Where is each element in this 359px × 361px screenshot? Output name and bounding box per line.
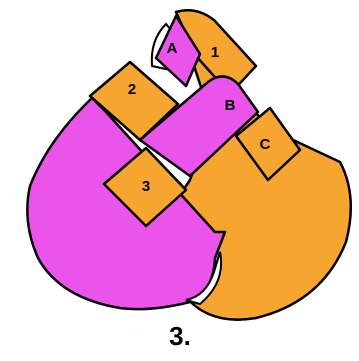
label-2: 2 bbox=[128, 81, 136, 98]
step-number: 3. bbox=[169, 321, 191, 351]
label-b: B bbox=[225, 97, 236, 114]
label-c: C bbox=[260, 136, 271, 153]
label-a: A bbox=[167, 40, 178, 57]
label-1: 1 bbox=[211, 44, 219, 61]
label-3: 3 bbox=[142, 178, 150, 195]
